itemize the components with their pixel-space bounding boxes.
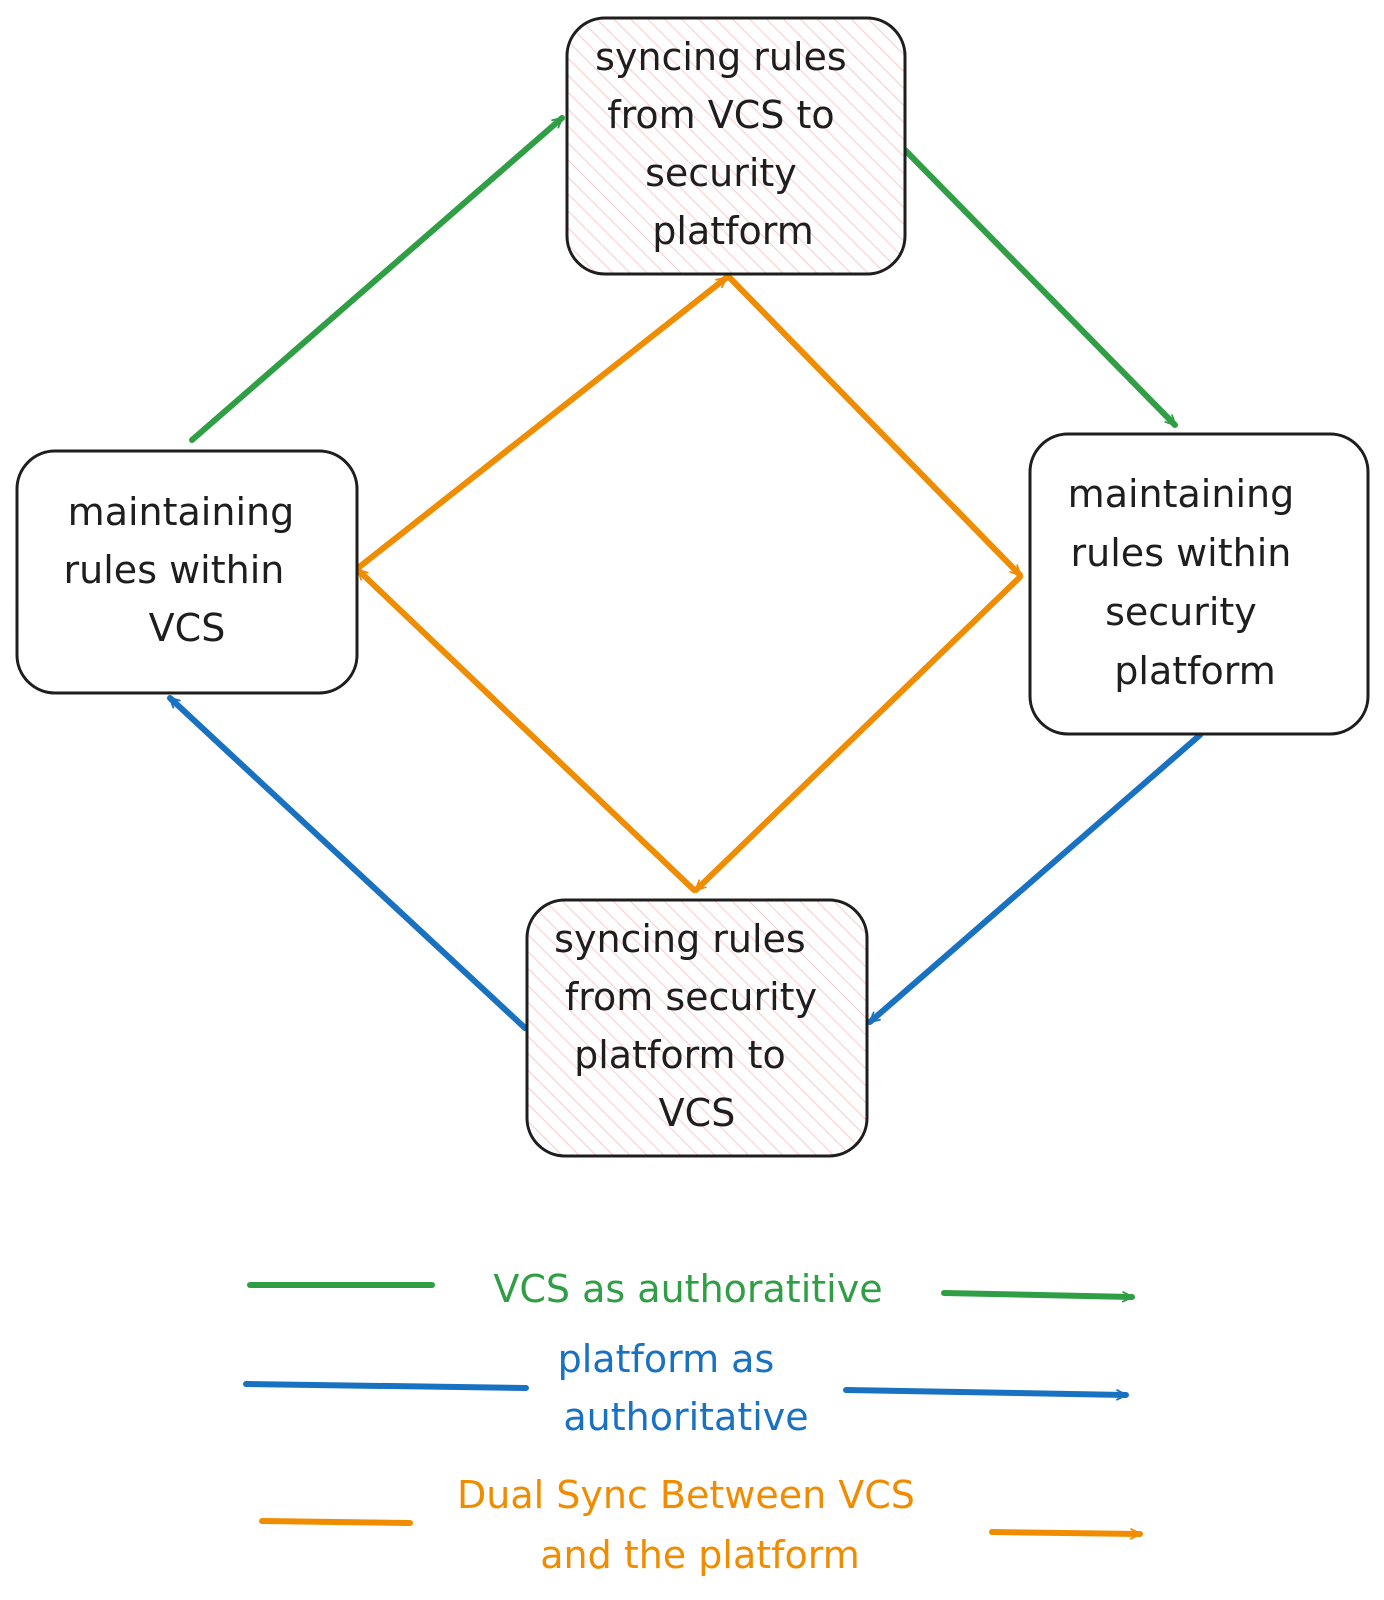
svg-text:VCS as authoratitive: VCS as authoratitive xyxy=(493,1267,882,1311)
node-maintain-platform-line: rules within xyxy=(1071,531,1292,575)
legend-item-vcs-authoritative: VCS as authoratitive xyxy=(247,1267,1135,1311)
blue-arrow-sync-to-vcs xyxy=(167,695,528,1031)
node-sync-vcs-to-platform: syncing rules from VCS to security platf… xyxy=(565,16,907,276)
legend-orange-arrow xyxy=(989,1528,1143,1540)
node-sync-platform-to-vcs: syncing rules from security platform to … xyxy=(525,898,869,1158)
legend-blue-line-left xyxy=(243,1381,529,1391)
node-maintain-platform: maintaining rules within security platfo… xyxy=(1028,432,1370,736)
node-sync-vcs-to-platform-line: syncing rules xyxy=(595,35,847,79)
legend: VCS as authoratitive platform as authori… xyxy=(243,1267,1143,1577)
node-sync-vcs-to-platform-line: security xyxy=(645,151,797,195)
node-sync-platform-to-vcs-line: platform to xyxy=(574,1033,786,1077)
svg-text:Dual Sync Between VCS: Dual Sync Between VCS and the platform xyxy=(457,1473,927,1577)
orange-arrow-bottom-to-vcs xyxy=(355,567,697,893)
node-sync-platform-to-vcs-line: from security xyxy=(565,975,817,1019)
node-maintain-vcs-line: maintaining xyxy=(68,490,295,534)
legend-vcs-authoritative-label: VCS as authoratitive xyxy=(493,1267,882,1311)
node-sync-platform-to-vcs-line: syncing rules xyxy=(554,917,806,961)
svg-text:platform as authoritat: platform as authoritative xyxy=(558,1337,809,1439)
node-sync-vcs-to-platform-line: platform xyxy=(652,209,813,253)
legend-blue-arrow xyxy=(843,1387,1129,1401)
node-maintain-platform-line: maintaining xyxy=(1068,472,1295,516)
legend-item-platform-authoritative: platform as authoritative xyxy=(243,1337,1129,1439)
green-arrow-sync-to-platform xyxy=(902,147,1178,428)
legend-orange-line-left xyxy=(259,1518,413,1526)
legend-platform-authoritative-label: platform as xyxy=(558,1337,775,1381)
orange-arrow-vcs-to-top xyxy=(355,275,729,571)
orange-arrow-platform-to-bottom xyxy=(693,574,1023,893)
node-sync-platform-to-vcs-line: VCS xyxy=(659,1091,736,1135)
legend-dual-sync-label: Dual Sync Between VCS xyxy=(457,1473,915,1517)
node-maintain-platform-line: platform xyxy=(1114,649,1275,693)
svg-text:syncing rules from secur: syncing rules from security platform to … xyxy=(554,917,829,1135)
node-sync-vcs-to-platform-line: from VCS to xyxy=(607,93,834,137)
legend-green-arrow xyxy=(941,1290,1135,1303)
blue-arrow-platform-to-sync xyxy=(867,732,1203,1025)
svg-text:maintaining rules within: maintaining rules within security platfo… xyxy=(1068,472,1307,693)
legend-dual-sync-label: and the platform xyxy=(540,1533,859,1577)
node-maintain-platform-line: security xyxy=(1105,590,1257,634)
orange-arrow-top-to-platform xyxy=(725,273,1023,578)
svg-text:maintaining rules within: maintaining rules within VCS xyxy=(64,490,307,650)
node-maintain-vcs: maintaining rules within VCS xyxy=(15,449,359,695)
legend-platform-authoritative-label: authoritative xyxy=(563,1395,808,1439)
legend-item-dual-sync: Dual Sync Between VCS and the platform xyxy=(259,1473,1143,1577)
node-maintain-vcs-line: VCS xyxy=(149,606,226,650)
green-arrow-vcs-to-sync xyxy=(189,115,565,443)
node-maintain-vcs-line: rules within xyxy=(64,548,285,592)
svg-text:syncing rules from VCS t: syncing rules from VCS to security platf… xyxy=(595,35,859,253)
